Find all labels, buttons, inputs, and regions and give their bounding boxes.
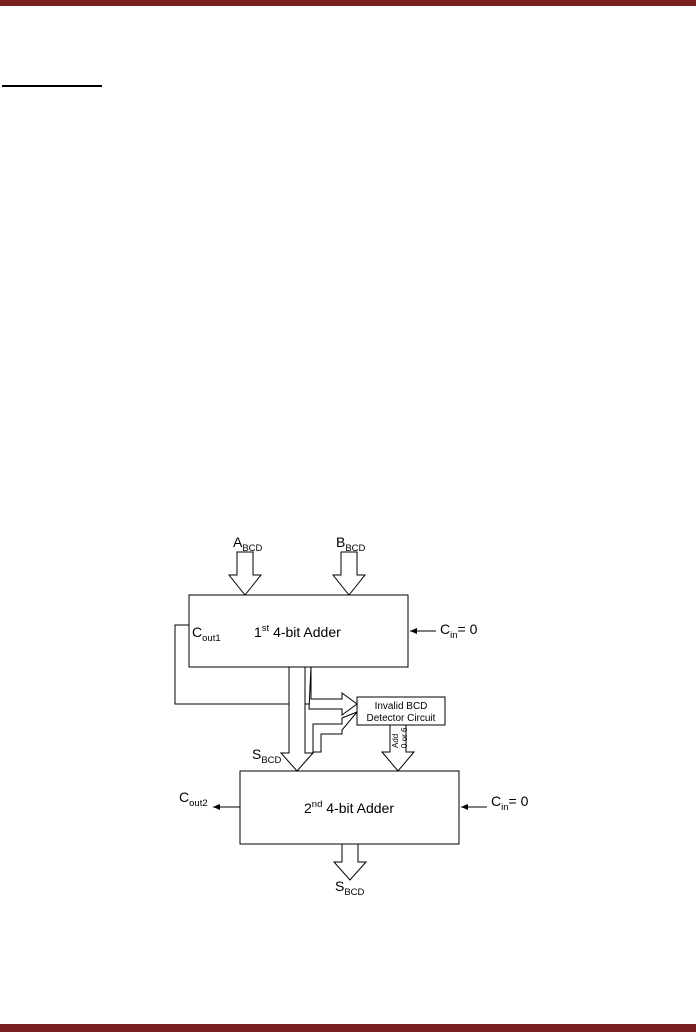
svg-text:0 or 6: 0 or 6 xyxy=(400,727,409,748)
sum-mid-label: SBCD xyxy=(252,746,282,766)
sum-out-label: SBCD xyxy=(335,878,365,898)
sum-bus-arrow xyxy=(279,666,315,772)
output-bus-arrow xyxy=(332,843,368,881)
add-bus-arrow xyxy=(380,724,416,772)
adder1-label: 1st 4-bit Adder xyxy=(254,623,341,640)
bottom-rule xyxy=(0,1024,696,1032)
detector-label-line1: Invalid BCD xyxy=(375,701,428,712)
cin1-label: Cin= 0 xyxy=(440,621,478,641)
cin2-label: Cin= 0 xyxy=(491,793,529,813)
a-input-label: ABCD xyxy=(233,534,263,554)
b-input-label: BBCD xyxy=(336,534,366,554)
svg-text:Add: Add xyxy=(391,734,400,748)
sum-to-detector-arrow xyxy=(308,666,358,716)
heading-underline xyxy=(2,85,102,87)
adder2-label: 2nd 4-bit Adder xyxy=(304,799,394,816)
cout2-label: Cout2 xyxy=(179,789,208,809)
add-label: Add 0 or 6 xyxy=(391,727,409,748)
top-rule xyxy=(0,0,696,6)
cout1-label: Cout1 xyxy=(192,624,221,644)
carry-to-detector-arrow xyxy=(312,711,358,753)
b-input-bus-arrow xyxy=(331,551,367,596)
cout1-line xyxy=(174,624,355,705)
detector-label-line2: Detector Circuit xyxy=(367,713,436,724)
a-input-bus-arrow xyxy=(227,551,263,596)
